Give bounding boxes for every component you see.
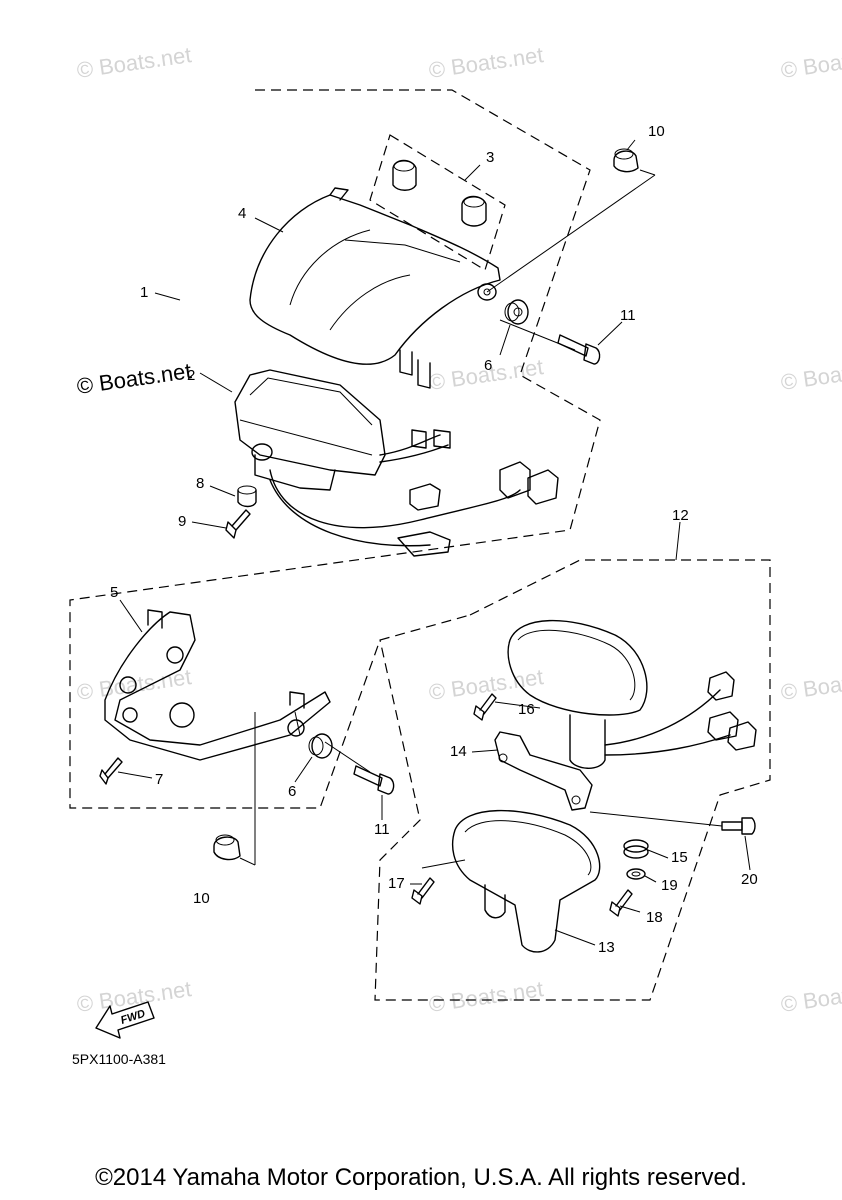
part-labels: 1 2 3 4 5 6 6 7 8 9 10 10 11 11 12 13 14… bbox=[110, 123, 758, 956]
watermark: © Boats.net bbox=[75, 664, 193, 705]
grommet-part-6-lower bbox=[308, 733, 333, 759]
meter-assembly-part-2 bbox=[234, 369, 559, 557]
screw-part-18 bbox=[609, 889, 633, 917]
washer-part-19 bbox=[626, 868, 646, 880]
watermark: © Boats.net bbox=[75, 358, 193, 399]
label-3: 3 bbox=[486, 149, 494, 166]
watermark: © Boats.net bbox=[427, 42, 545, 83]
parts-diagram: © Boats.net © Boats.net © Boats.net © Bo… bbox=[69, 42, 842, 1067]
screw-part-16 bbox=[473, 693, 497, 721]
watermark: © Boats.net bbox=[779, 42, 842, 83]
screw-part-17 bbox=[411, 877, 435, 905]
housing-part-13 bbox=[452, 809, 601, 953]
label-11-lower: 11 bbox=[374, 821, 390, 838]
watermark: © Boats.net bbox=[779, 976, 842, 1017]
label-17: 17 bbox=[388, 875, 405, 892]
bracket-part-5 bbox=[104, 609, 331, 761]
label-11-top: 11 bbox=[620, 307, 636, 324]
label-12: 12 bbox=[672, 507, 689, 524]
watermark: © Boats.net bbox=[75, 42, 193, 83]
label-5: 5 bbox=[110, 584, 118, 601]
grommet-part-6 bbox=[504, 299, 529, 325]
leader-lines bbox=[117, 139, 751, 946]
label-19: 19 bbox=[661, 877, 678, 894]
label-16: 16 bbox=[518, 701, 535, 718]
label-20: 20 bbox=[741, 871, 758, 888]
stay-part-14 bbox=[494, 731, 593, 811]
label-6-lower: 6 bbox=[288, 783, 296, 800]
label-1: 1 bbox=[140, 284, 148, 301]
assembly-12-boundary bbox=[374, 559, 771, 1001]
label-9: 9 bbox=[178, 513, 186, 530]
bolt-part-11 bbox=[557, 334, 601, 365]
bulb-set-3-boundary bbox=[369, 134, 506, 271]
label-15: 15 bbox=[671, 849, 688, 866]
watermark: © Boats.net bbox=[779, 354, 842, 395]
nut-part-15 bbox=[623, 839, 649, 859]
label-10-lower: 10 bbox=[193, 890, 210, 907]
bolt-part-20 bbox=[721, 817, 756, 835]
bulb-part-3 bbox=[392, 159, 487, 227]
label-18: 18 bbox=[646, 909, 663, 926]
label-13: 13 bbox=[598, 939, 615, 956]
label-8: 8 bbox=[196, 475, 204, 492]
cap-nut-part-10-lower bbox=[213, 834, 241, 861]
diagram-code: 5PX1100-A381 bbox=[72, 1051, 166, 1067]
watermark: © Boats.net bbox=[427, 664, 545, 705]
watermark: © Boats.net bbox=[779, 664, 842, 705]
label-6-top: 6 bbox=[484, 357, 492, 374]
label-14: 14 bbox=[450, 743, 467, 760]
label-7: 7 bbox=[155, 771, 163, 788]
screw-part-9 bbox=[225, 509, 251, 539]
fwd-arrow-icon: FWD bbox=[95, 1001, 155, 1039]
watermark: © Boats.net bbox=[427, 976, 545, 1017]
label-4: 4 bbox=[238, 205, 246, 222]
screw-part-7 bbox=[99, 757, 123, 785]
label-10-top: 10 bbox=[648, 123, 665, 140]
bolt-part-11-lower bbox=[353, 765, 395, 795]
collar-part-8 bbox=[237, 485, 257, 508]
copyright-notice: ©2014 Yamaha Motor Corporation, U.S.A. A… bbox=[95, 1164, 747, 1191]
cap-nut-part-10 bbox=[613, 148, 639, 173]
label-2: 2 bbox=[187, 367, 195, 384]
meter-assembly-part-12 bbox=[507, 619, 757, 769]
watermarks: © Boats.net © Boats.net © Boats.net © Bo… bbox=[75, 42, 842, 1017]
meter-cover-part-4 bbox=[249, 187, 501, 389]
